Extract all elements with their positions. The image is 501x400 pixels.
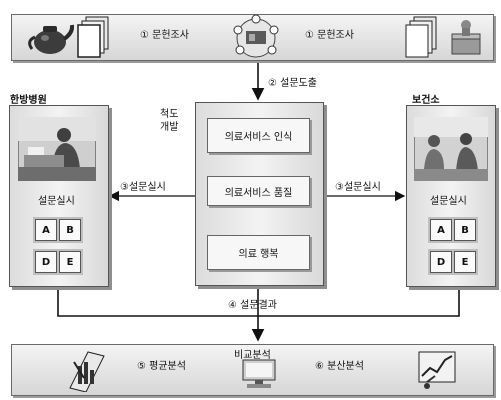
center-group-e: E: [452, 249, 478, 275]
hospital-group-a: A: [33, 217, 59, 243]
center-group-b: B: [452, 217, 478, 243]
oriental-hospital-survey-label: 설문실시: [38, 196, 75, 207]
scale-development-label: 척도 개발: [160, 108, 178, 134]
survey-result-label: ④ 설문결과: [228, 300, 277, 311]
literature-label-right: ① 문헌조사: [305, 30, 354, 41]
center-group-a: A: [428, 217, 454, 243]
oriental-hospital-title: 한방병원: [10, 95, 47, 106]
service-perception-box: 의료서비스 인식: [207, 118, 310, 153]
survey-derivation-label: ② 설문도출: [268, 78, 317, 89]
comparative-analysis-label: 비교분석: [234, 350, 271, 361]
literature-label-left: ① 문헌조사: [140, 30, 189, 41]
documents-icon-right: [405, 16, 437, 58]
clinic-photo: [414, 117, 488, 181]
research-hub-icon: [233, 14, 279, 58]
variance-analysis-label: ⑥ 분산분석: [315, 361, 364, 372]
hospital-survey-arrow-label: ③설문실시: [120, 182, 166, 193]
hospital-group-d: D: [33, 249, 59, 275]
health-center-survey-label: 설문실시: [430, 196, 467, 207]
hospital-group-b: B: [57, 217, 83, 243]
hospital-group-e: E: [57, 249, 83, 275]
bar-chart-icon: [69, 351, 105, 392]
documents-icon-left: [77, 16, 109, 58]
scale-development-line2: 개발: [160, 122, 179, 133]
scale-development-line1: 척도: [160, 109, 179, 120]
average-analysis-label: ⑤ 평균분석: [137, 361, 186, 372]
meeting-photo: [18, 117, 96, 181]
line-chart-icon: [418, 351, 456, 389]
teapot-icon: [28, 24, 74, 54]
package-icon: [451, 20, 481, 55]
monitor-icon: [242, 359, 276, 388]
center-survey-arrow-label: ③설문실시: [335, 182, 381, 193]
service-quality-box: 의료서비스 품질: [207, 176, 310, 206]
center-group-d: D: [428, 249, 454, 275]
health-center-title: 보건소: [412, 95, 440, 106]
medical-happiness-box: 의료 행복: [207, 235, 310, 270]
